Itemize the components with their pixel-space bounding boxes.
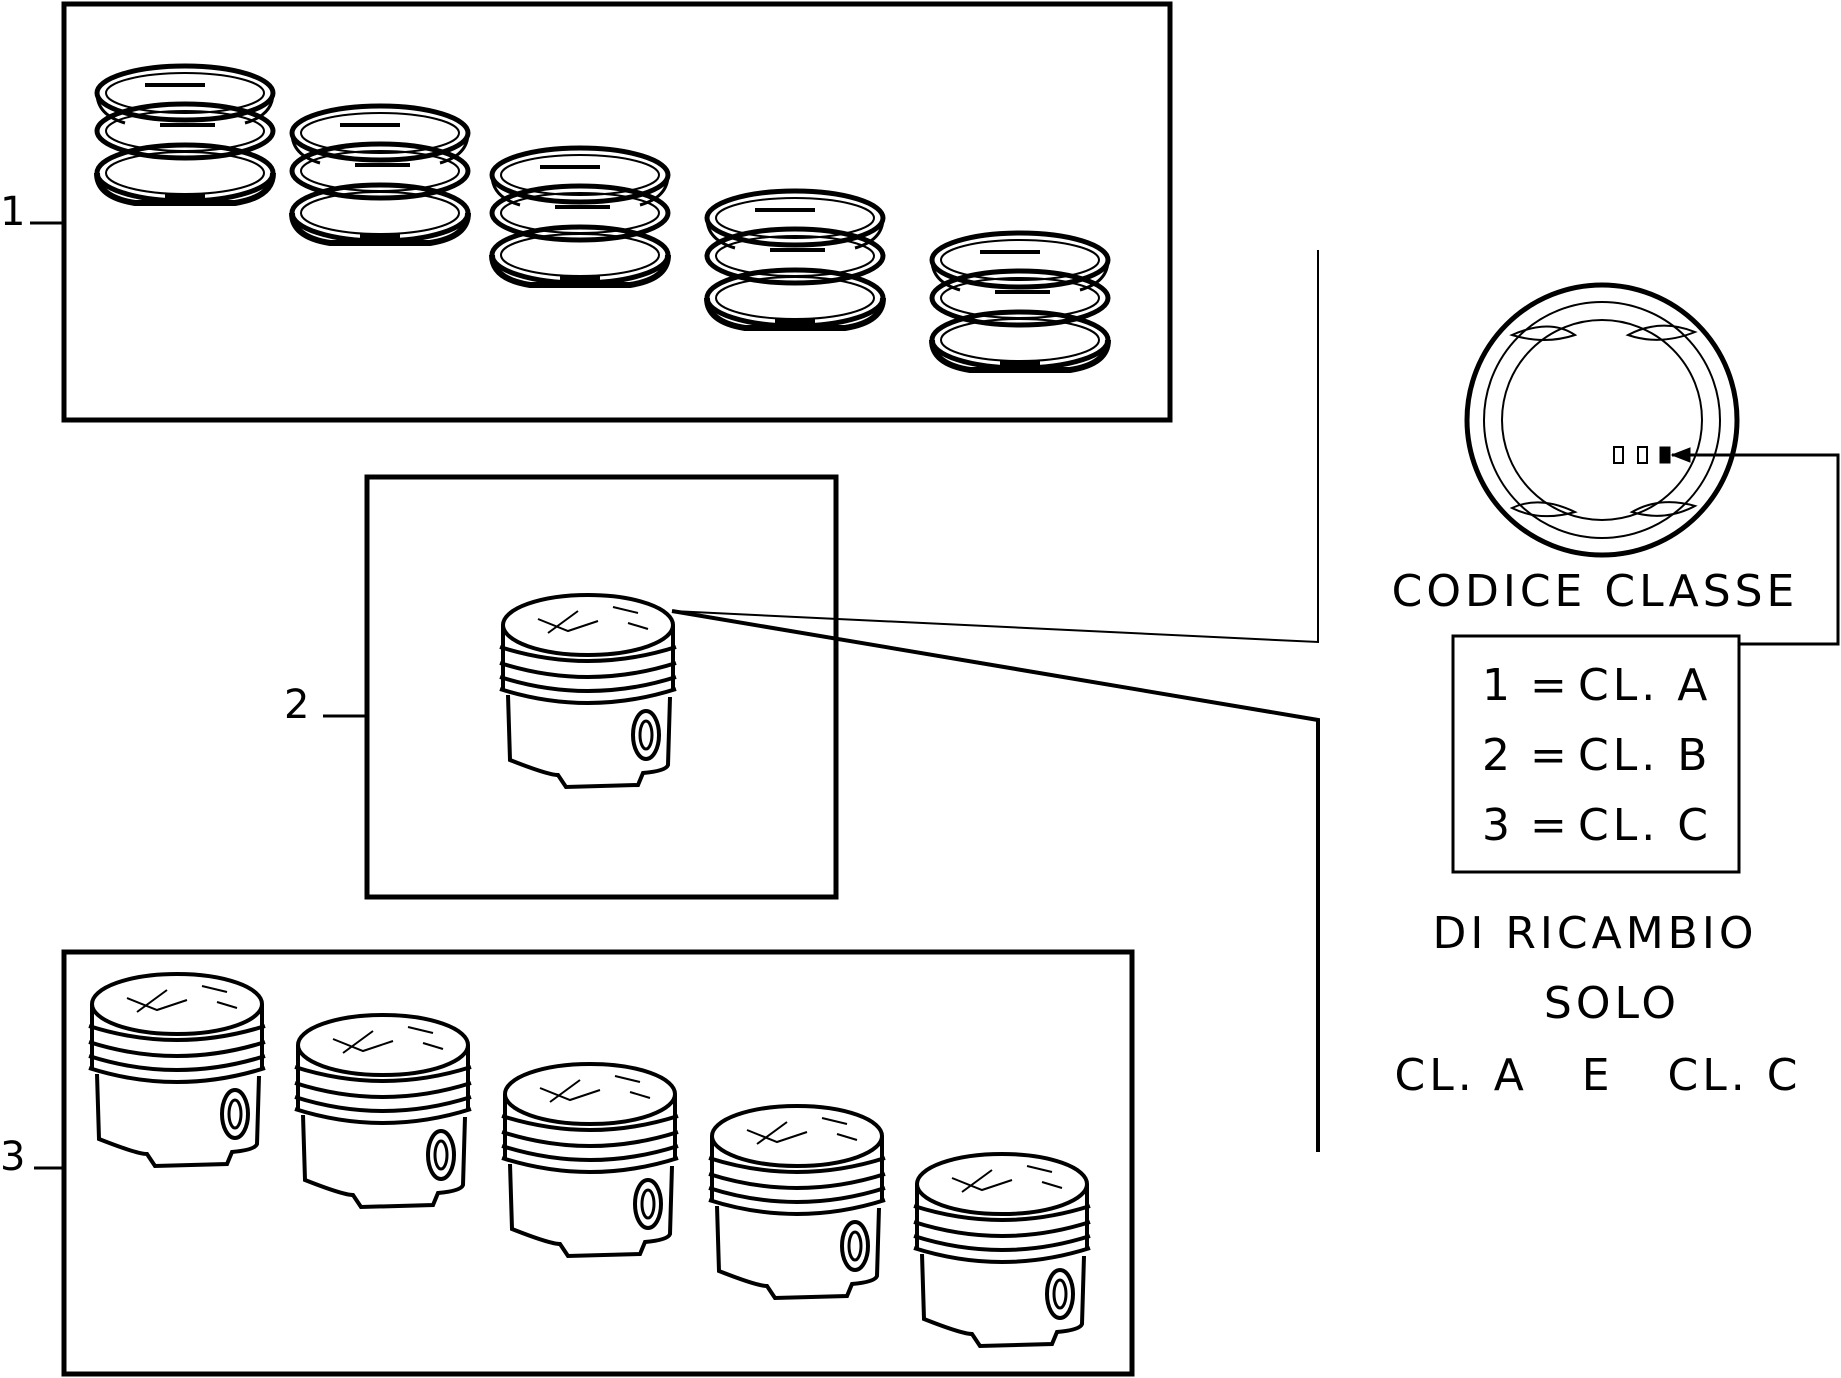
class-code-row: 1 = CL. A bbox=[1482, 660, 1711, 711]
class-code-number: 1 bbox=[1482, 660, 1514, 711]
piston-icon bbox=[498, 593, 678, 789]
class-code-value: CL. A bbox=[1578, 660, 1711, 711]
spare-note-line-2: SOLO bbox=[1544, 978, 1680, 1029]
piston-ring-detail-icon bbox=[1464, 282, 1840, 646]
spare-note-line-1: DI RICAMBIO bbox=[1433, 908, 1758, 959]
callout-2: 2 bbox=[284, 682, 309, 728]
piston-ring-set-icon bbox=[97, 66, 1108, 370]
class-code-row: 3 = CL. C bbox=[1482, 800, 1712, 851]
class-code-row: 2 = CL. B bbox=[1482, 730, 1711, 781]
spare-note-line-3: CL. A E CL. C bbox=[1395, 1050, 1802, 1101]
class-code-table bbox=[1451, 634, 1741, 874]
class-code-number: 2 bbox=[1482, 730, 1514, 781]
class-code-equals: = bbox=[1530, 800, 1571, 851]
class-code-equals: = bbox=[1530, 730, 1571, 781]
class-code-value: CL. C bbox=[1578, 800, 1712, 851]
ring-sets-frame bbox=[61, 1, 1173, 423]
single-piston-frame bbox=[364, 474, 839, 900]
class-code-heading: CODICE CLASSE bbox=[1392, 566, 1799, 617]
callout-1: 1 bbox=[0, 189, 25, 235]
piston-set-icon bbox=[87, 972, 1092, 1348]
detail-leaders bbox=[671, 250, 1320, 1152]
callout-3: 3 bbox=[0, 1134, 25, 1180]
class-code-value: CL. B bbox=[1578, 730, 1711, 781]
class-code-number: 3 bbox=[1482, 800, 1514, 851]
class-code-equals: = bbox=[1530, 660, 1571, 711]
piston-set-frame bbox=[61, 949, 1135, 1377]
